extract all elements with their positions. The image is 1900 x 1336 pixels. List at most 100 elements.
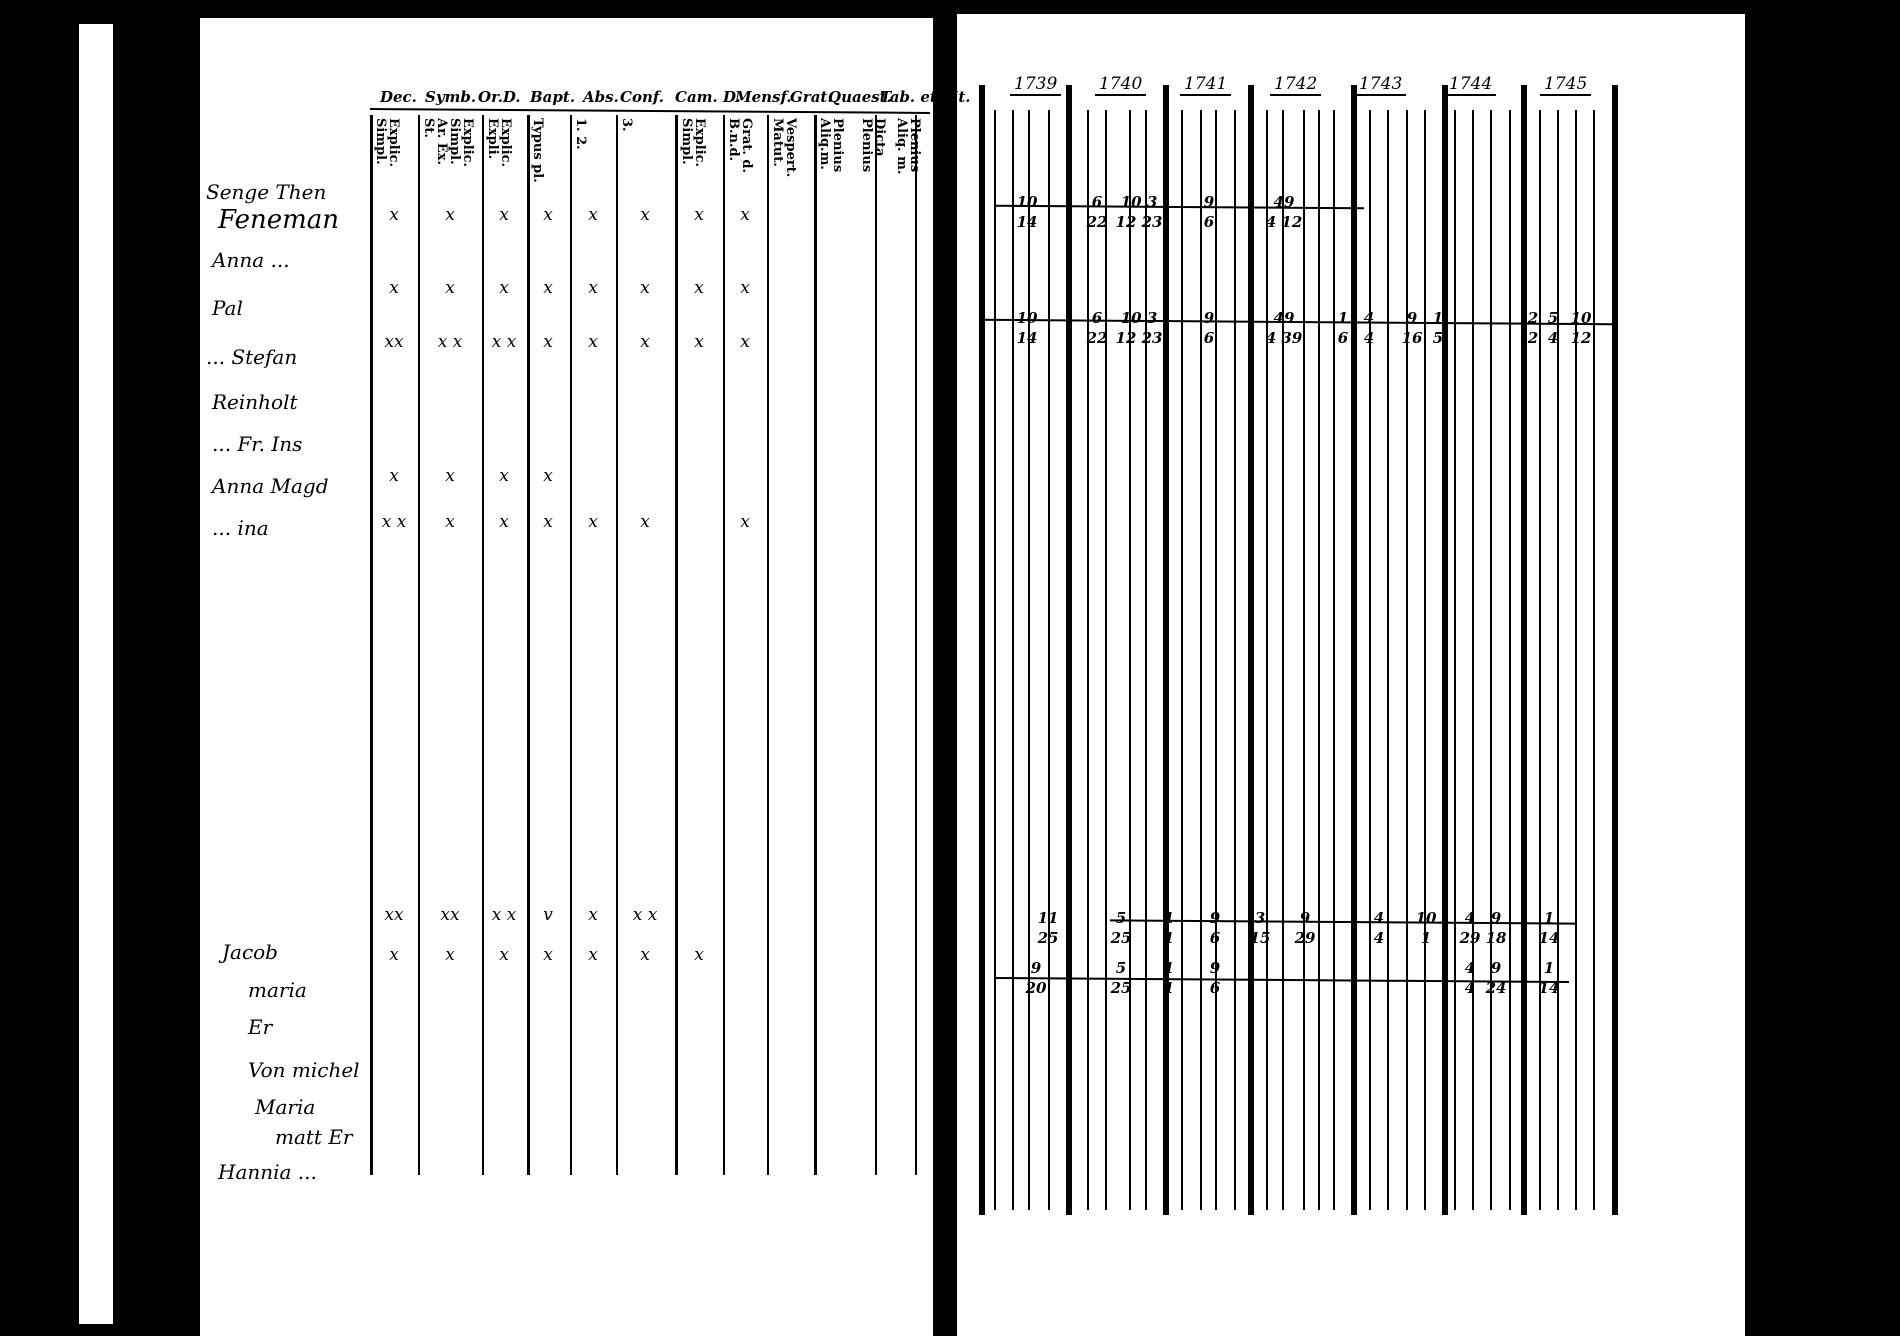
attendance-mark: x bbox=[640, 332, 650, 352]
subcolumn-header: Grat. d. B.n.d. bbox=[727, 118, 753, 174]
tally-top: 1 bbox=[1337, 309, 1349, 327]
column-rule bbox=[1387, 110, 1389, 1210]
attendance-mark: v bbox=[543, 905, 553, 925]
scan-border bbox=[0, 0, 79, 1336]
column-rule bbox=[1200, 110, 1202, 1210]
tally-bottom: 1 bbox=[1163, 979, 1175, 997]
book-binding bbox=[120, 0, 200, 1336]
attendance-mark: x bbox=[499, 466, 509, 486]
attendance-mark: x bbox=[499, 278, 509, 298]
attendance-mark: xx bbox=[440, 905, 460, 925]
column-rule bbox=[1557, 110, 1559, 1210]
tally-bottom: 20 bbox=[1025, 979, 1047, 997]
attendance-mark: x bbox=[389, 945, 399, 965]
parishioner-name: maria bbox=[248, 978, 307, 1002]
tally-top: 1 bbox=[1543, 909, 1555, 927]
column-header: Tab. et Lit. bbox=[880, 88, 971, 106]
column-rule bbox=[1442, 85, 1448, 1215]
parishioner-name: matt Er bbox=[275, 1125, 353, 1149]
tally-bottom: 25 bbox=[1037, 929, 1059, 947]
tally-bottom: 1 bbox=[1420, 929, 1432, 947]
attendance-mark: x bbox=[389, 278, 399, 298]
column-rule bbox=[723, 115, 725, 1175]
column-header: Cam. D. bbox=[675, 88, 741, 106]
column-rule bbox=[1369, 110, 1371, 1210]
attendance-mark: x bbox=[445, 205, 455, 225]
tally-top: 9 bbox=[1209, 959, 1221, 977]
parishioner-name: Anna ... bbox=[212, 248, 290, 272]
attendance-mark: x bbox=[640, 278, 650, 298]
tally-bottom: 6 bbox=[1337, 329, 1349, 347]
attendance-mark: x bbox=[640, 512, 650, 532]
tally-bottom: 4 bbox=[1373, 929, 1385, 947]
tally-bottom: 29 bbox=[1294, 929, 1316, 947]
column-rule bbox=[1406, 110, 1408, 1210]
left-page bbox=[200, 18, 933, 1336]
column-rule bbox=[418, 115, 420, 1175]
column-rule bbox=[1509, 110, 1511, 1210]
tally-bottom: 25 bbox=[1110, 979, 1132, 997]
parishioner-name: Jacob bbox=[222, 940, 278, 964]
tally-bottom: 29 bbox=[1459, 929, 1481, 947]
parishioner-name: Senge Then bbox=[206, 180, 327, 204]
column-rule bbox=[1266, 110, 1268, 1210]
tally-bottom: 6 bbox=[1203, 213, 1215, 231]
column-rule bbox=[1593, 110, 1595, 1210]
parishioner-name: Hannia ... bbox=[218, 1160, 317, 1184]
attendance-mark: x bbox=[445, 945, 455, 965]
tally-bottom: 22 bbox=[1086, 213, 1108, 231]
tally-bottom: 22 bbox=[1086, 329, 1108, 347]
column-rule bbox=[1490, 110, 1492, 1210]
column-rule bbox=[1539, 110, 1541, 1210]
subcolumn-header: Explic. Expli. bbox=[486, 118, 512, 168]
column-rule bbox=[1303, 110, 1305, 1210]
column-rule bbox=[915, 115, 917, 1175]
column-rule bbox=[1028, 110, 1030, 1210]
tally-top: 4 bbox=[1373, 909, 1385, 927]
column-rule bbox=[1048, 110, 1050, 1210]
column-rule bbox=[1066, 85, 1072, 1215]
tally-top: 49 bbox=[1273, 309, 1295, 327]
column-rule bbox=[570, 115, 572, 1175]
tally-top: 9 bbox=[1299, 909, 1311, 927]
column-rule bbox=[1248, 85, 1254, 1215]
tally-bottom: 12 23 bbox=[1115, 213, 1163, 231]
tally-top: 1 bbox=[1163, 959, 1175, 977]
attendance-mark: x x bbox=[632, 905, 658, 925]
tally-top: 1 bbox=[1432, 309, 1444, 327]
column-rule bbox=[616, 115, 618, 1175]
year-header: 1745 bbox=[1540, 74, 1592, 96]
tally-top: 3 bbox=[1254, 909, 1266, 927]
attendance-mark: x bbox=[694, 278, 704, 298]
tally-top: 5 bbox=[1115, 909, 1127, 927]
attendance-mark: x bbox=[543, 205, 553, 225]
tally-bottom: 14 bbox=[1538, 929, 1560, 947]
attendance-mark: x bbox=[588, 905, 598, 925]
parishioner-name: Reinholt bbox=[212, 390, 298, 414]
tally-top: 10 bbox=[1016, 309, 1038, 327]
column-rule bbox=[767, 115, 769, 1175]
column-rule bbox=[1234, 110, 1236, 1210]
attendance-mark: x bbox=[588, 512, 598, 532]
subcolumn-header: Typus pl. bbox=[531, 118, 544, 183]
column-rule bbox=[1472, 110, 1474, 1210]
subcolumn-header: 3. bbox=[620, 118, 633, 132]
attendance-mark: x x bbox=[491, 332, 517, 352]
attendance-mark: x bbox=[543, 945, 553, 965]
attendance-mark: x bbox=[740, 278, 750, 298]
tally-bottom: 14 bbox=[1016, 329, 1038, 347]
subcolumn-header: Ar. Ex. St. bbox=[422, 118, 448, 165]
